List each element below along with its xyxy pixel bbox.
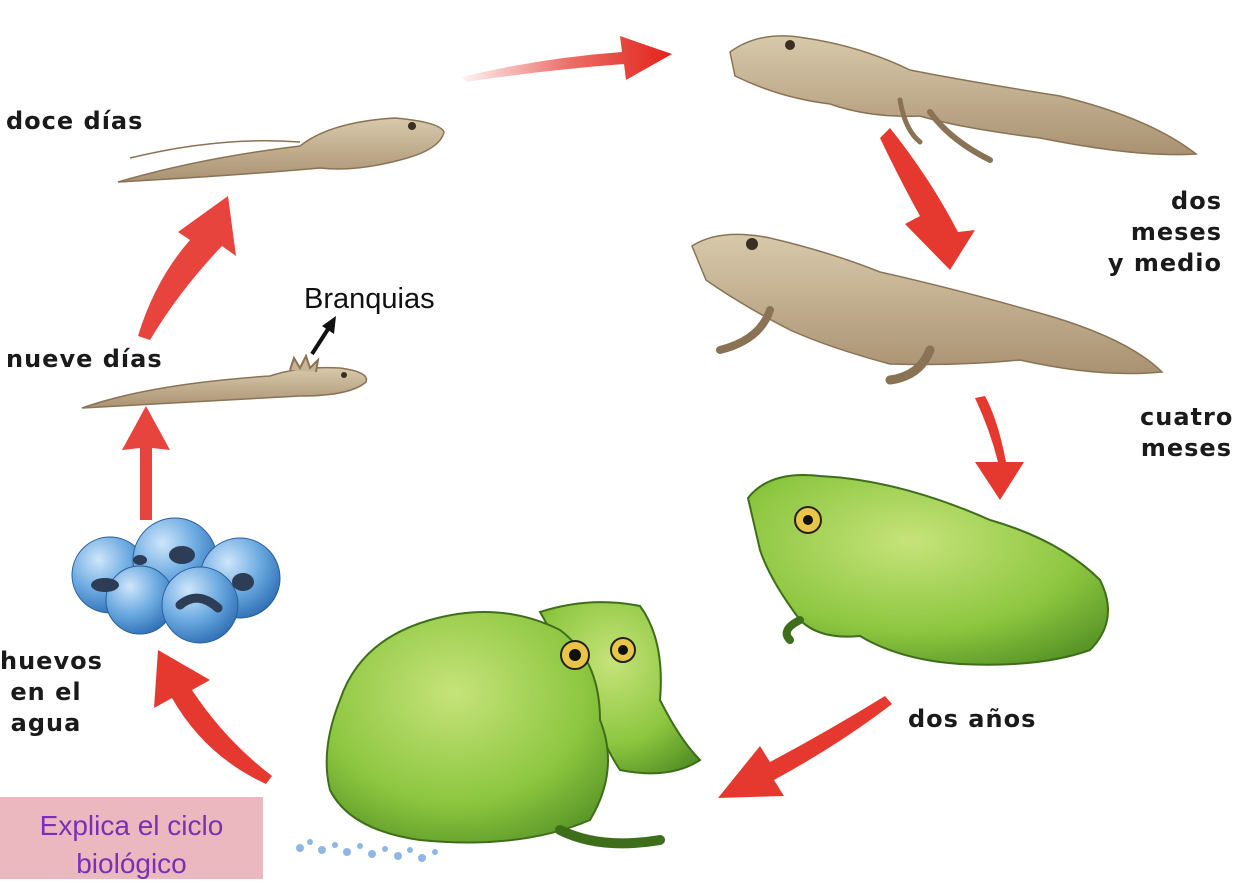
prompt-note-text: Explica el ciclo biológico [0, 807, 263, 879]
label-line: en el [0, 677, 92, 708]
label-line: agua [0, 708, 92, 739]
arrow-left-lower [122, 406, 170, 520]
label-line: nueve días [6, 344, 163, 375]
label-nueve-dias: nueve días [6, 344, 163, 375]
label-line: cuatro [1140, 402, 1232, 433]
label-doce-dias: doce días [6, 106, 143, 137]
arrow-right-upper [880, 128, 975, 270]
label-branquias: Branquias [304, 283, 435, 316]
label-line: dos años [908, 704, 1036, 735]
frog-two-years [748, 475, 1108, 665]
label-line: meses [1140, 433, 1232, 464]
tadpole-two-and-half-months [730, 36, 1196, 160]
arrow-left-upper [138, 196, 236, 340]
egg-cluster [72, 518, 280, 643]
label-dos-anos: dos años [908, 704, 1036, 735]
label-dos-meses-y-medio: dos meses y medio [1072, 186, 1222, 279]
arrow-bottom-right [718, 696, 892, 798]
arrow-right-middle [975, 396, 1024, 500]
prompt-note: Explica el ciclo biológico [0, 797, 263, 879]
arrow-top [462, 36, 672, 82]
label-line: dos meses [1072, 186, 1222, 248]
arrow-bottom-left [154, 650, 272, 784]
branquias-pointer [312, 316, 336, 354]
frog-adult-pair [327, 602, 700, 843]
label-huevos-en-el-agua: huevos en el agua [0, 646, 92, 739]
label-line: huevos [0, 646, 92, 677]
tadpole-twelve-days [118, 118, 444, 182]
label-line: y medio [1072, 248, 1222, 279]
label-line: doce días [6, 106, 143, 137]
spawn-eggs [296, 839, 438, 862]
label-cuatro-meses: cuatro meses [1140, 402, 1232, 464]
